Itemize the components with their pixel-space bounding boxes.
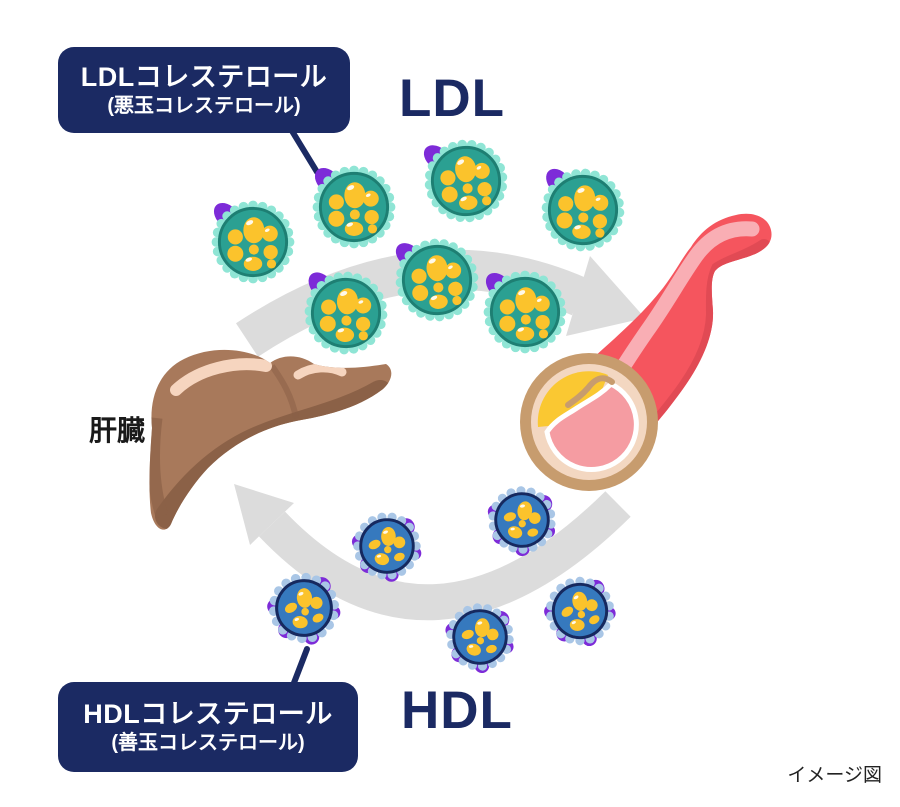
ldl-particle (388, 231, 483, 326)
hdl-callout-title: HDLコレステロール (83, 698, 333, 729)
hdl-particles (262, 480, 623, 678)
ldl-callout-box: LDLコレステロール (悪玉コレステロール) (58, 47, 350, 133)
image-caption: イメージ図 (787, 765, 882, 786)
ldl-particle (207, 196, 296, 285)
hdl-callout-subtitle: (善玉コレステロール) (111, 732, 305, 755)
liver-label: 肝臓 (86, 415, 149, 448)
ldl-callout-subtitle: (悪玉コレステロール) (107, 95, 301, 118)
hdl-callout-tail (289, 646, 310, 691)
hdl-particle (537, 570, 623, 655)
ldl-particle (416, 131, 513, 229)
ldl-callout-tail (289, 128, 320, 175)
hdl-callout-box: HDLコレステロール (善玉コレステロール) (58, 682, 358, 772)
ldl-particle (308, 161, 397, 250)
ldl-particle (534, 161, 629, 256)
blood-vessel-illustration (520, 213, 772, 491)
hdl-heading: HDL (401, 681, 513, 740)
ldl-callout-title: LDLコレステロール (80, 61, 328, 92)
vessel-cross-section (520, 353, 658, 491)
arrow-vessel-to-liver (234, 484, 631, 621)
ldl-heading: LDL (399, 69, 506, 128)
